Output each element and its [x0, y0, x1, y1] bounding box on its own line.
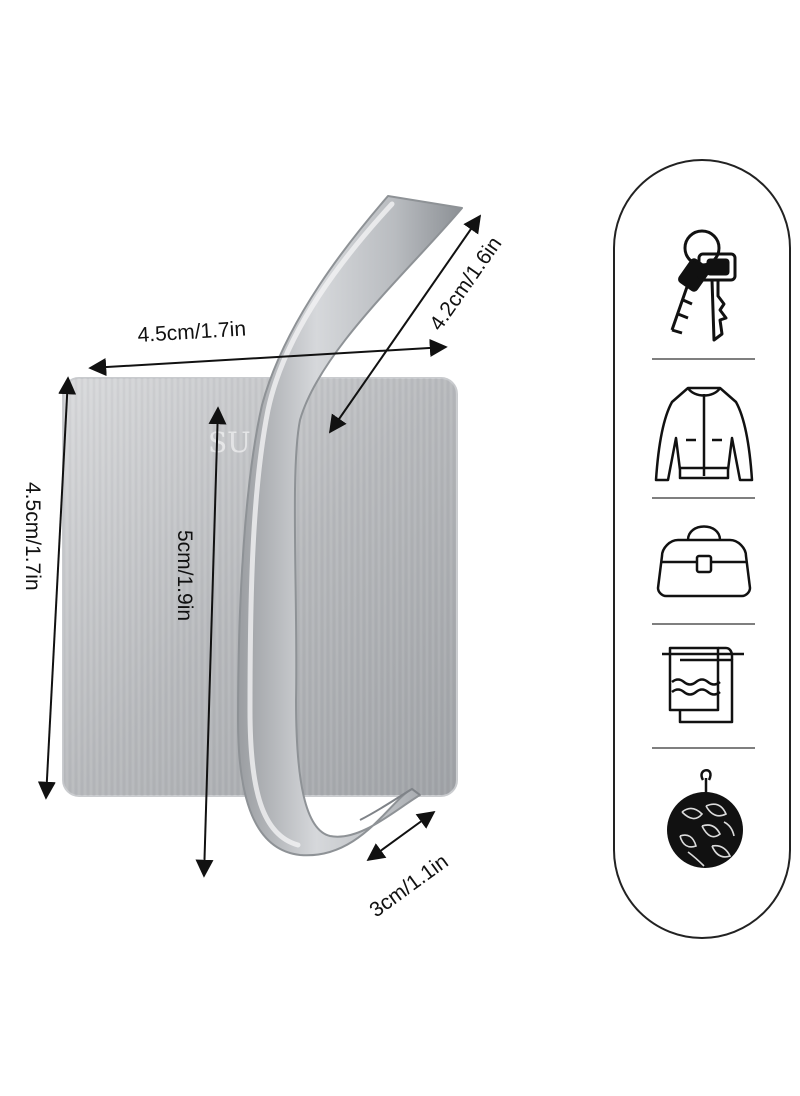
keys-icon: [670, 229, 737, 342]
bottom-arm-arrow: [366, 810, 436, 862]
top-arm-label: 4.2cm/1.6in: [425, 233, 506, 335]
handbag-icon: [656, 525, 752, 598]
plate-width-label: 4.5cm/1.7in: [137, 317, 247, 347]
hook-length-label: 5cm/1.9in: [173, 530, 196, 621]
usage-icons-panel: [613, 159, 791, 939]
hook-length-arrow: [195, 406, 227, 878]
dimension-lines: [37, 214, 482, 878]
jacket-icon: [654, 386, 754, 482]
plate-height-label: 4.5cm/1.7in: [21, 482, 44, 591]
plate-brand-text: SU: [208, 426, 251, 459]
bottom-arm-label: 3cm/1.1in: [365, 850, 452, 922]
top-arm-arrow: [328, 214, 482, 434]
bath-sponge-icon: [667, 769, 743, 868]
height-arrow: [37, 376, 77, 800]
width-arrow: [88, 338, 448, 377]
towel-icon: [662, 646, 744, 724]
